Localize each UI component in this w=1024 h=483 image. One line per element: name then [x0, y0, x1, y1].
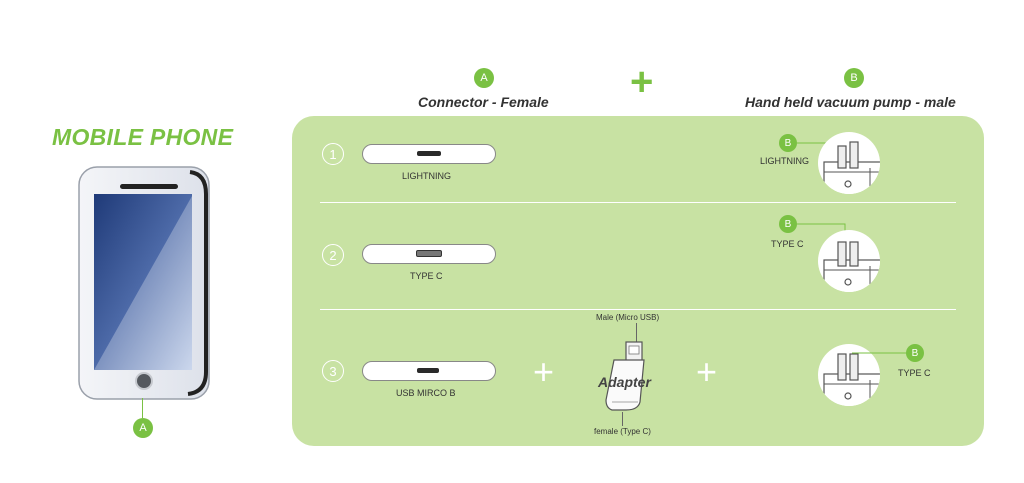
row-divider [320, 309, 956, 310]
col-a-badge: A [474, 68, 494, 88]
phone-leader-line [142, 398, 143, 418]
adapter-female-leader [622, 412, 623, 426]
row-2-pump-badge: B [779, 215, 797, 233]
col-b-badge: B [844, 68, 864, 88]
adapter-female-label: female (Type C) [594, 427, 651, 436]
row-3-pump-label: TYPE C [898, 368, 931, 378]
row-2-pump-label: TYPE C [771, 239, 804, 249]
lightning-connector-female [362, 144, 496, 164]
row-3-leader-line [852, 352, 908, 354]
header-plus: + [630, 60, 654, 104]
col-b-heading: Hand held vacuum pump - male [745, 94, 956, 110]
row-2-vacuum-pump-illustration [818, 230, 880, 292]
mobile-phone-illustration [78, 166, 210, 400]
page-title: MOBILE PHONE [52, 124, 234, 150]
type-c-port-icon [416, 250, 442, 257]
row-1-connector-label: LIGHTNING [402, 171, 452, 181]
phone-connector-badge: A [133, 418, 153, 438]
row-2-connector-label: TYPE C [410, 271, 443, 281]
row-3-plus-left: + [533, 351, 555, 392]
adapter-illustration [605, 341, 645, 411]
row-number-2: 2 [322, 244, 344, 266]
row-3-connector-label: USB MIRCO B [396, 388, 456, 398]
type-c-connector-female [362, 244, 496, 264]
row-3-pump-badge: B [906, 344, 924, 362]
micro-usb-port-icon [417, 368, 439, 373]
lightning-port-icon [417, 151, 441, 156]
row-3-plus-right: + [696, 351, 718, 392]
adapter-male-leader [636, 323, 637, 343]
row-number-1: 1 [322, 143, 344, 165]
row-number-3: 3 [322, 360, 344, 382]
row-1-pump-badge: B [779, 134, 797, 152]
row-1-pump-label: LIGHTNING [760, 156, 810, 166]
adapter-label: Adapter [598, 374, 651, 390]
adapter-male-label: Male (Micro USB) [596, 313, 660, 322]
connector-panel: 1 LIGHTNING B LIGHTNING 2 TYPE C B TYPE … [292, 116, 984, 446]
col-a-heading: Connector - Female [418, 94, 549, 110]
usb-micro-b-connector-female [362, 361, 496, 381]
row-1-vacuum-pump-illustration [818, 132, 880, 194]
row-divider [320, 202, 956, 203]
